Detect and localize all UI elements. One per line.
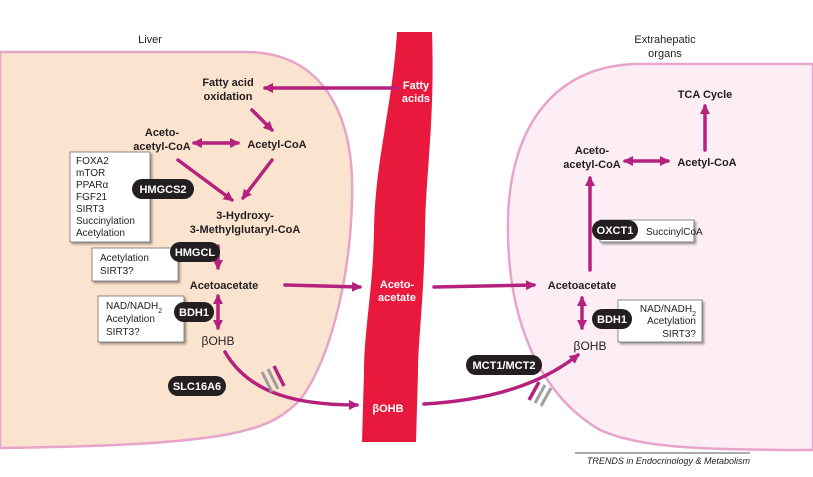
arrow-acetoacetate-import xyxy=(432,280,536,291)
oxct1-enzyme: OXCT1 xyxy=(592,220,638,240)
mct-transporter: MCT1/MCT2 xyxy=(466,355,542,375)
liver-bdh1-regulator-box: NAD/NADH2 Acetylation SIRT3? xyxy=(97,295,185,343)
hmgcs2-reg-2: mTOR xyxy=(76,168,105,179)
hmgcs2-reg-5: SIRT3 xyxy=(76,204,105,215)
organ-bdh1-enzyme: BDH1 xyxy=(592,309,632,329)
extrahepatic-cell xyxy=(506,62,813,452)
arrow-acetylcoa-to-hmg xyxy=(241,158,274,200)
liver-bohb: βOHB xyxy=(202,334,235,348)
liver-acetoacetyl-coa-line1: Aceto- xyxy=(145,127,180,139)
arrow-bohb-export xyxy=(223,350,359,410)
slc16a6-transporter: SLC16A6 xyxy=(168,376,226,396)
liver-bdh1-reg-3: SIRT3? xyxy=(106,327,140,338)
organ-acetoacetyl-coa-line2: acetyl-CoA xyxy=(563,159,621,171)
svg-text:HMGCS2: HMGCS2 xyxy=(139,184,186,196)
pathway-arrows xyxy=(176,83,710,410)
hmgcl-regulator-box: Acetylation SIRT3? xyxy=(91,247,179,282)
liver-bdh1-enzyme: BDH1 xyxy=(174,302,214,322)
hmgcs2-enzyme: HMGCS2 xyxy=(132,179,194,199)
organ-bdh1-regulator-box: NAD/NADH2 Acetylation SIRT3? xyxy=(617,299,703,343)
extrahepatic-label-line1: Extrahepatic xyxy=(634,34,696,46)
organ-bdh1-reg-nad: NAD/NADH2 xyxy=(640,304,696,318)
hmgcs2-reg-3: PPARα xyxy=(76,180,108,191)
vessel-acetoacetate-line1: Aceto- xyxy=(380,279,415,291)
slc16a6-channel xyxy=(260,368,280,393)
slc16a6-channel-outer xyxy=(272,365,286,387)
liver-bdh1-reg-nad: NAD/NADH2 xyxy=(106,301,162,315)
svg-text:BDH1: BDH1 xyxy=(597,314,627,326)
liver-acetyl-coa: Acetyl-CoA xyxy=(247,139,306,151)
vessel-acetoacetate-line2: acetate xyxy=(378,292,416,304)
liver-acetoacetyl-coa-line2: acetyl-CoA xyxy=(133,141,191,153)
tca-cycle: TCA Cycle xyxy=(678,89,733,101)
organ-bdh1-reg-3: SIRT3? xyxy=(662,329,696,340)
svg-text:BDH1: BDH1 xyxy=(179,307,209,319)
arrow-fao-to-acetylcoa xyxy=(250,108,274,132)
organ-bdh1-reg-2: Acetylation xyxy=(647,316,696,327)
liver-bdh1-reg-2: Acetylation xyxy=(106,314,155,325)
svg-text:SuccinylCoA: SuccinylCoA xyxy=(646,227,703,238)
extrahepatic-label-line2: organs xyxy=(648,48,682,60)
mct-channel-outer xyxy=(527,381,541,401)
svg-text:OXCT1: OXCT1 xyxy=(597,225,634,237)
journal-credit: TRENDS in Endocrinology & Metabolism xyxy=(587,456,751,466)
hmgcs2-reg-4: FGF21 xyxy=(76,192,108,203)
liver-acetoacetate: Acetoacetate xyxy=(190,280,258,292)
organ-acetoacetate: Acetoacetate xyxy=(548,280,616,292)
hmgcs2-reg-1: FOXA2 xyxy=(76,156,109,167)
organ-bohb: βOHB xyxy=(574,339,607,353)
fao-label-line1: Fatty acid xyxy=(202,77,253,89)
arrow-acetoacetate-export xyxy=(283,281,362,292)
svg-text:SLC16A6: SLC16A6 xyxy=(173,381,221,393)
arrow-bohb-import xyxy=(422,353,580,406)
hmgcs2-reg-6: Succinylation xyxy=(76,216,135,227)
fao-label-line2: oxidation xyxy=(204,91,253,103)
blood-vessel xyxy=(362,32,433,442)
hmgcs2-reg-7: Acetylation xyxy=(76,228,125,239)
vessel-fatty-acids-line1: Fatty xyxy=(403,80,430,92)
organ-acetyl-coa: Acetyl-CoA xyxy=(677,157,736,169)
mct-channel xyxy=(533,384,553,407)
liver-label: Liver xyxy=(138,34,162,46)
hmg-coa-line2: 3-Methylglutaryl-CoA xyxy=(190,224,301,236)
vessel-bohb: βOHB xyxy=(372,403,403,415)
organ-acetoacetyl-coa-line1: Aceto- xyxy=(575,145,610,157)
hmg-coa-line1: 3-Hydroxy- xyxy=(216,210,274,222)
arrow-acetoacetyl-to-hmg xyxy=(176,158,234,202)
svg-text:HMGCL: HMGCL xyxy=(175,247,216,259)
hmgcl-enzyme: HMGCL xyxy=(170,242,220,262)
hmgcl-reg-2: SIRT3? xyxy=(100,266,134,277)
hmgcl-reg-1: Acetylation xyxy=(100,253,149,264)
vessel-fatty-acids-line2: acids xyxy=(402,93,430,105)
svg-text:MCT1/MCT2: MCT1/MCT2 xyxy=(473,360,536,372)
